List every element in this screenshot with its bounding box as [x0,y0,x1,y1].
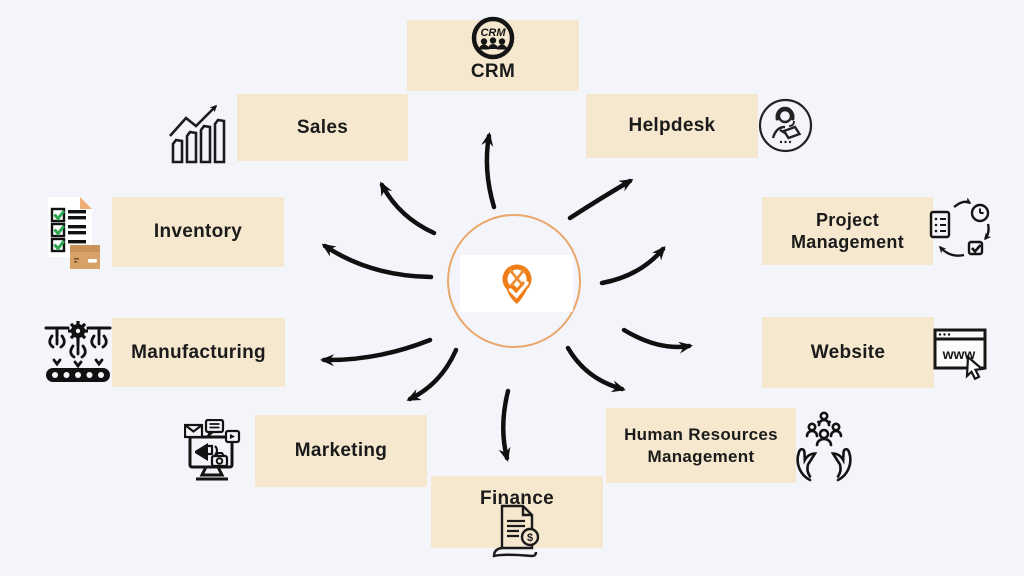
node-manufacturing-label: Manufacturing [131,341,266,363]
document-clock-task-cycle-icon [929,198,992,257]
crm-people-badge-icon: CRM [471,16,515,60]
brand-location-pin-logo [502,264,531,304]
node-website-label: Website [810,341,886,363]
browser-window-cursor-icon: www [933,328,987,381]
node-crm-label: CRM [470,61,516,83]
node-project-management-label: Project Management [790,209,905,253]
node-manufacturing: Manufacturing [112,318,285,387]
digital-marketing-monitor-icon [184,419,241,481]
hub-card [460,255,573,312]
arrow-to-website [621,327,693,354]
node-website: Website [762,317,934,388]
hands-holding-people-icon [796,411,852,482]
node-sales: Sales [237,94,408,161]
arrow-to-marketing [406,347,459,402]
crm-badge-text: CRM [480,27,506,39]
node-helpdesk-label: Helpdesk [628,115,716,137]
node-inventory: Inventory [112,197,284,267]
node-sales-label: Sales [296,116,349,138]
arrow-to-finance [498,388,511,462]
node-inventory-label: Inventory [153,221,243,243]
checklist-parcel-icon [48,197,100,269]
node-finance: Finance [431,476,603,548]
node-project-management: Project Management [762,197,933,265]
node-human-resources-management: Human Resources Management [606,408,796,483]
node-marketing: Marketing [255,415,427,487]
node-finance-label: Finance [480,488,554,509]
node-helpdesk: Helpdesk [586,94,758,158]
customer-support-agent-icon [758,98,813,153]
hub-ring [447,214,581,348]
arrow-to-crm [481,132,497,210]
assembly-line-robot-icon [44,321,112,382]
arrow-to-helpdesk [567,178,634,221]
arrow-to-sales [379,181,437,236]
arrow-to-inventory [321,243,434,280]
arrow-to-project [599,245,666,286]
node-marketing-label: Marketing [294,440,388,462]
node-hrm-label: Human Resources Management [624,425,778,466]
arrow-to-manufacturing [320,337,433,367]
arrow-to-hrm [565,345,626,393]
growth-bar-chart-icon [169,104,226,164]
invoice-dollar-icon: $ [492,504,540,558]
finance-dollar-text: $ [527,532,533,544]
